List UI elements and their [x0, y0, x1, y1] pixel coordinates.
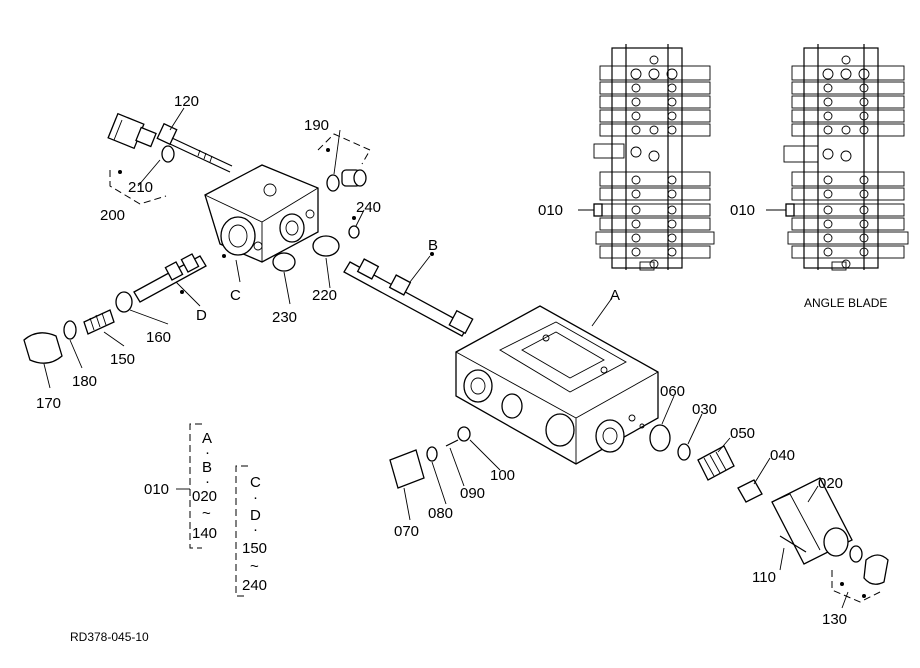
callout-a: A [610, 287, 620, 304]
valve-stack-inset-angle-blade: 010 ANGLE BLADE [730, 44, 909, 310]
leader-lines [43, 107, 849, 609]
bolt-120 [156, 122, 233, 173]
legend-d: D [250, 507, 261, 524]
callout-210: 210 [128, 179, 153, 196]
relief-valve-body-c [204, 164, 319, 263]
callout-c: C [230, 287, 241, 304]
plug-070-parts [389, 426, 471, 489]
oring-060 [649, 424, 671, 452]
callout-200: 200 [100, 207, 125, 224]
legend-dot-2: · [205, 473, 210, 490]
legend-tilde-2: ~ [250, 558, 259, 575]
assembly-legend: 010 A · B · 020 ~ 140 C · D · 150 ~ 240 [144, 430, 267, 594]
legend-150: 150 [242, 540, 267, 557]
legend-c: C [250, 474, 261, 491]
legend-dot-3: · [253, 489, 258, 506]
legend-a: A [202, 430, 212, 447]
orings-220-230 [272, 235, 340, 272]
spring-parts-030-050 [677, 443, 763, 503]
callout-180: 180 [72, 373, 97, 390]
legend-240: 240 [242, 577, 267, 594]
plug-190 [326, 169, 367, 239]
callout-130: 130 [822, 611, 847, 628]
callout-070: 070 [394, 523, 419, 540]
callout-160: 160 [146, 329, 171, 346]
callout-220: 220 [312, 287, 337, 304]
callout-100: 100 [490, 467, 515, 484]
callout-040: 040 [770, 447, 795, 464]
legend-tilde-1: ~ [202, 505, 211, 522]
spool-b [343, 258, 474, 337]
drawing-code: RD378-045-10 [70, 630, 149, 644]
legend-010: 010 [144, 481, 169, 498]
callout-230: 230 [272, 309, 297, 326]
callout-090: 090 [460, 485, 485, 502]
callout-d: D [196, 307, 207, 324]
relief-parts-150-180 [23, 291, 133, 364]
valve-stack-inset: 010 [538, 44, 715, 271]
legend-dot-1: · [205, 444, 210, 461]
dashed-brackets [109, 133, 881, 603]
callout-150: 150 [110, 351, 135, 368]
cap-020 [771, 477, 889, 585]
callout-240: 240 [356, 199, 381, 216]
spool-d [133, 253, 207, 303]
callout-030: 030 [692, 401, 717, 418]
callout-020: 020 [818, 475, 843, 492]
callout-050: 050 [730, 425, 755, 442]
legend-140: 140 [192, 525, 217, 542]
callout-060: 060 [660, 383, 685, 400]
callout-170: 170 [36, 395, 61, 412]
legend-b: B [202, 459, 212, 476]
callout-120: 120 [174, 93, 199, 110]
callout-010-left: 010 [538, 202, 563, 219]
callout-dots [118, 148, 866, 598]
valve-body-a [455, 305, 659, 465]
legend-dot-4: · [253, 521, 258, 538]
plug-200 [107, 112, 175, 163]
callout-010-right: 010 [730, 202, 755, 219]
callout-190: 190 [304, 117, 329, 134]
callout-110: 110 [752, 569, 776, 586]
angle-blade-caption: ANGLE BLADE [804, 296, 887, 310]
callout-b: B [428, 237, 438, 254]
callout-labels: 120 210 200 190 240 B C D 220 230 160 15… [36, 93, 847, 628]
legend-020: 020 [192, 488, 217, 505]
callout-080: 080 [428, 505, 453, 522]
